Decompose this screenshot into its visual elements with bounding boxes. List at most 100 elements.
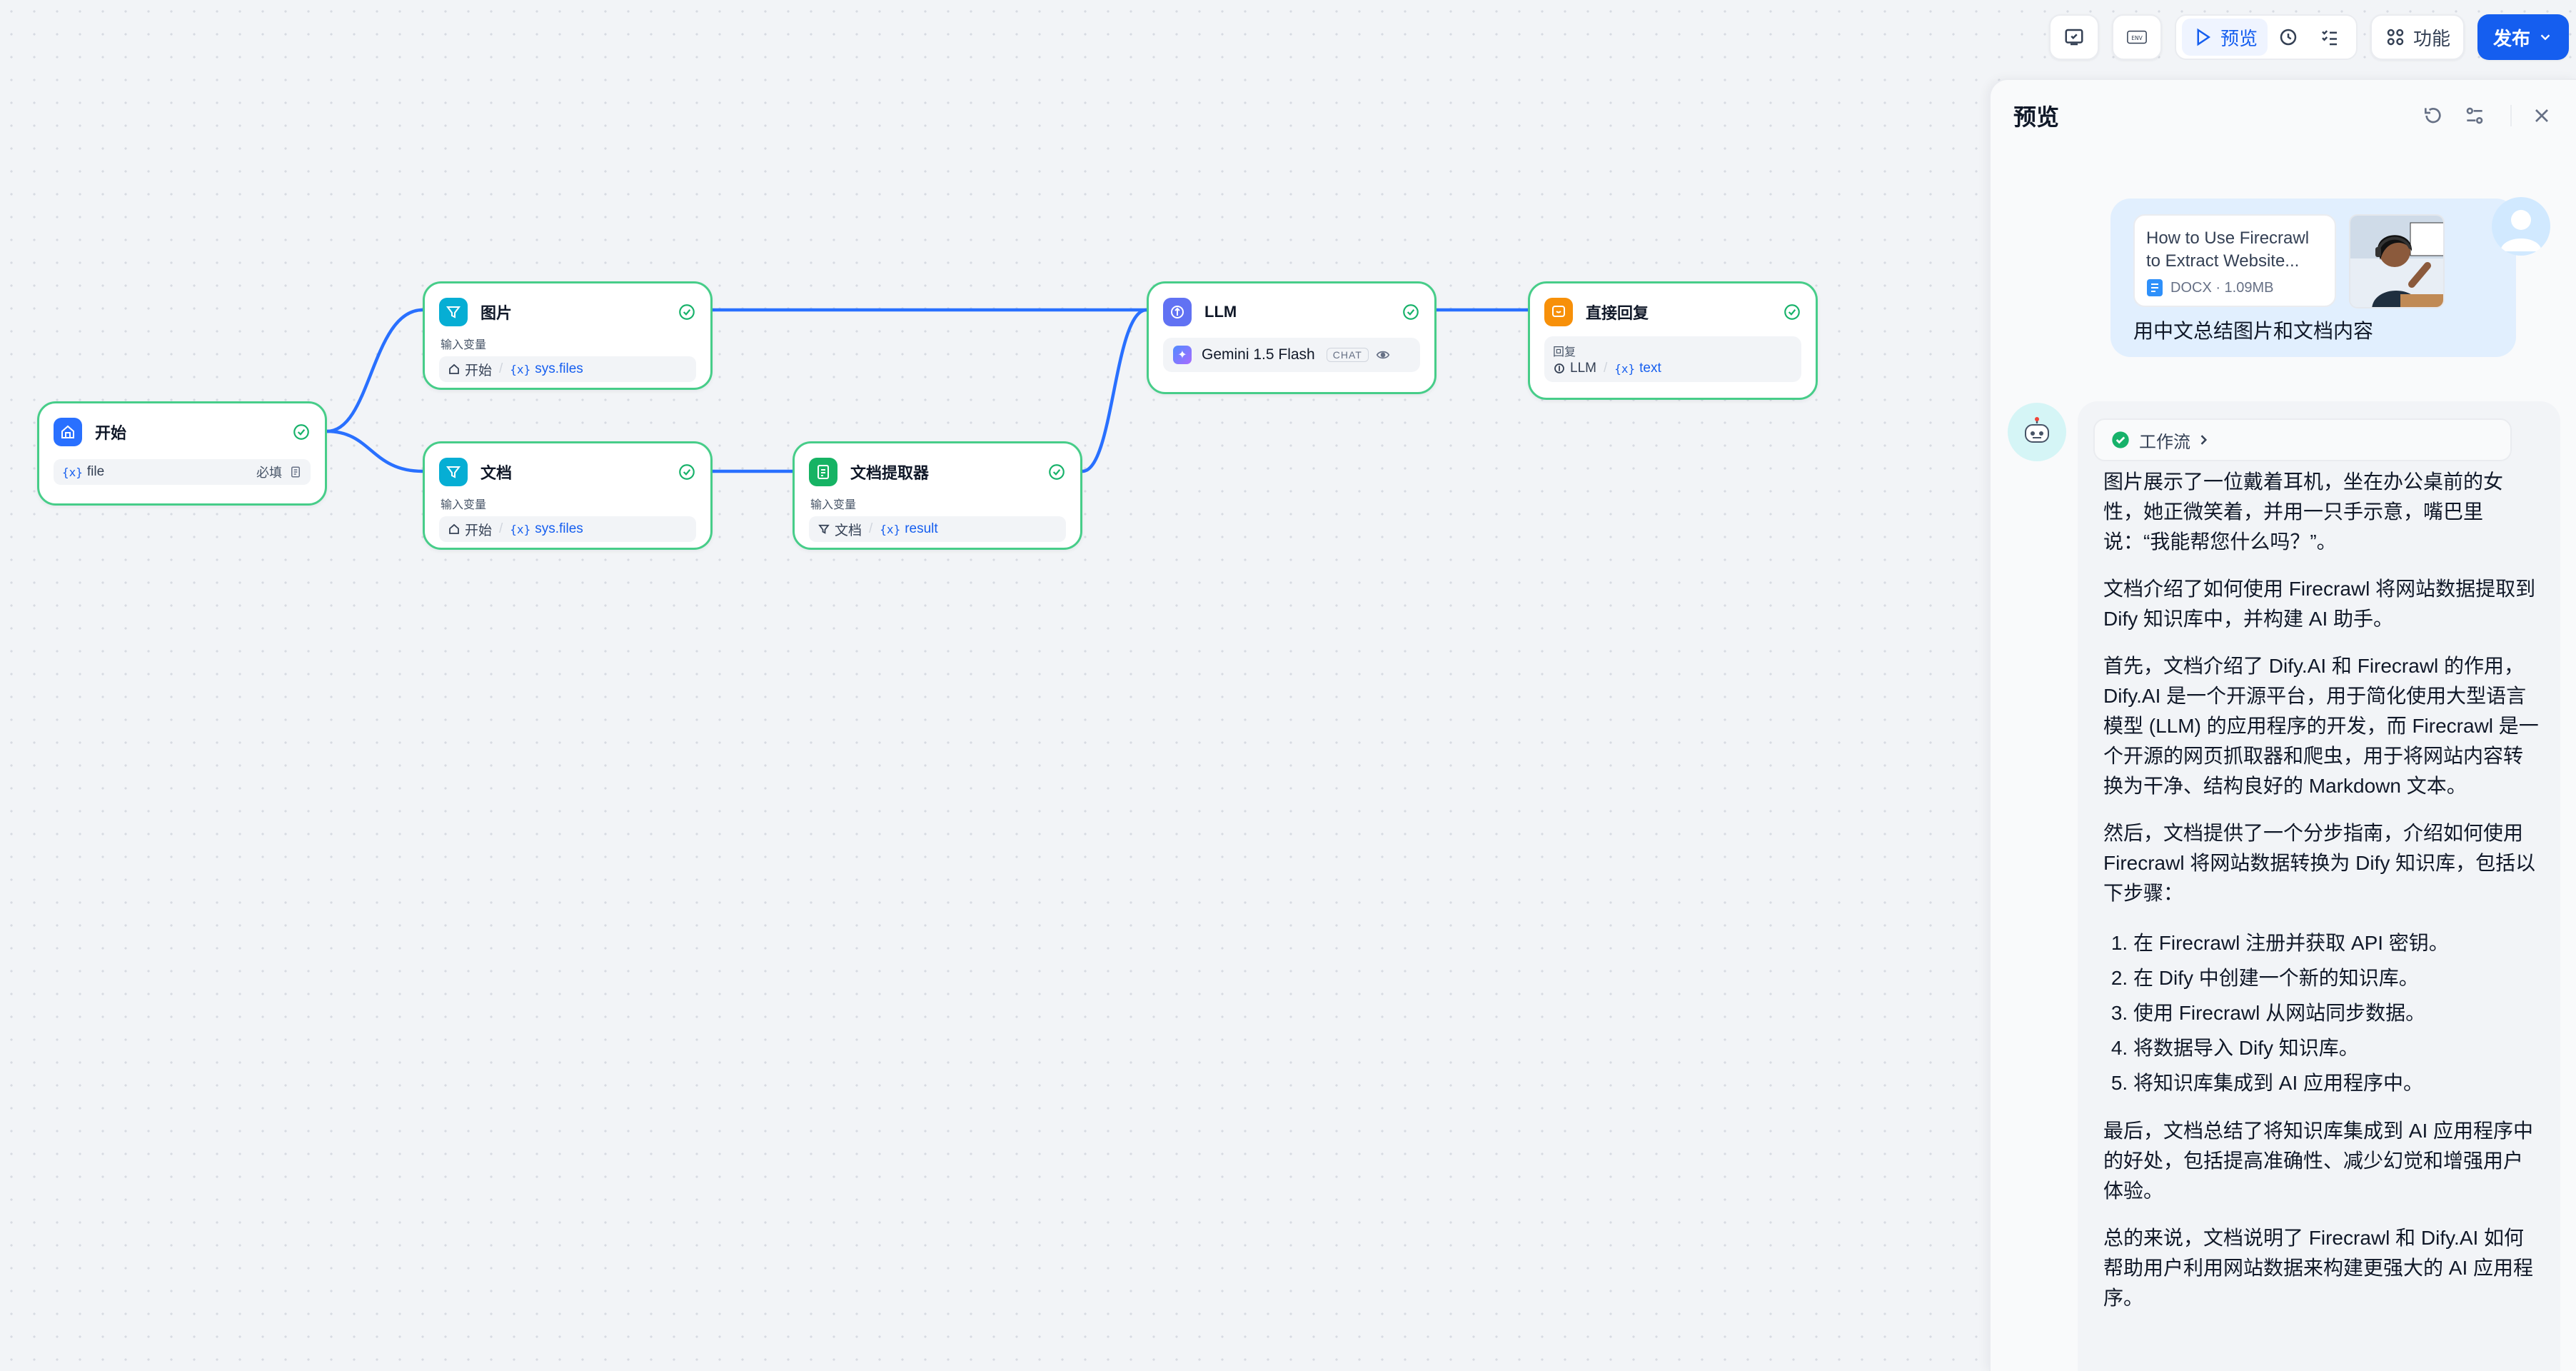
success-check-icon — [1403, 304, 1419, 320]
env-button[interactable]: ENV — [2111, 14, 2162, 60]
success-check-icon — [679, 464, 695, 480]
variable-name: result — [905, 521, 938, 536]
node-title: 文档提取器 — [850, 464, 930, 482]
attached-file-card[interactable]: How to Use Firecrawl to Extract Website.… — [2133, 214, 2336, 307]
preview-label: 预览 — [2220, 27, 2258, 49]
docx-file-icon — [2147, 279, 2163, 296]
node-doc-extractor[interactable]: 文档提取器 输入变量 文档 / {x}result — [793, 441, 1082, 550]
edge-start-document — [326, 429, 423, 473]
list-check-icon — [2322, 30, 2337, 46]
home-icon — [449, 363, 459, 374]
source-node-name: 文档 — [835, 523, 862, 538]
document-extract-icon — [809, 458, 837, 486]
features-button[interactable]: 功能 — [2370, 14, 2465, 60]
close-icon[interactable] — [2530, 104, 2553, 127]
home-icon — [54, 418, 82, 446]
eye-icon — [1376, 351, 1390, 359]
filter-icon — [818, 524, 830, 534]
features-label: 功能 — [2413, 27, 2450, 49]
variable-icon: {x} — [62, 465, 83, 479]
env-icon: ENV — [2127, 30, 2147, 44]
bot-avatar — [2008, 403, 2066, 461]
source-node-name: LLM — [1570, 361, 1596, 376]
woman-headset-illustration — [2350, 216, 2443, 307]
attached-image-thumbnail[interactable] — [2349, 214, 2445, 308]
answer-paragraph: 图片展示了一位戴着耳机，坐在办公桌前的女性，她正微笑着，并用一只手示意，嘴巴里说… — [2103, 471, 2504, 553]
start-variable-row: {x}file 必填 — [54, 459, 311, 485]
reply-variable: LLM / {x} text — [1553, 361, 1793, 376]
preview-panel: 预览 How to Use Firecrawl to Extract Websi… — [1989, 79, 2576, 1371]
llm-icon — [1163, 298, 1192, 326]
input-variable-label: 输入变量 — [441, 339, 487, 351]
robot-icon — [2025, 417, 2049, 443]
history-icon — [2280, 29, 2297, 46]
success-check-icon — [679, 304, 695, 320]
play-icon — [2197, 28, 2210, 46]
panel-header: 预览 — [1991, 80, 2576, 151]
answer-paragraph: 文档介绍了如何使用 Firecrawl 将网站数据提取到 Dify 知识库中，并… — [2103, 578, 2536, 630]
grid-icon — [2387, 29, 2404, 46]
model-mode-badge: CHAT — [1326, 348, 1369, 362]
reply-content: 回复 LLM / {x} text — [1544, 336, 1801, 382]
workflow-process-toggle[interactable]: 工作流 — [2093, 418, 2512, 461]
checklist-icon — [2065, 29, 2083, 46]
answer-paragraph: 然后，文档提供了一个分步指南，介绍如何使用 Firecrawl 将网站数据转换为… — [2103, 822, 2536, 904]
model-selector[interactable]: ✦ Gemini 1.5 Flash CHAT — [1163, 338, 1420, 372]
success-check-icon — [1784, 304, 1800, 320]
filter-icon — [439, 458, 468, 486]
step-item: 使用 Firecrawl 从网站同步数据。 — [2133, 995, 2542, 1030]
steps-list: 在 Firecrawl 注册并获取 API 密钥。 在 Dify 中创建一个新的… — [2133, 925, 2542, 1100]
preview-group: 预览 — [2174, 14, 2358, 60]
checklist-button[interactable] — [2048, 14, 2099, 60]
gemini-icon: ✦ — [1173, 346, 1192, 364]
variables-settings-icon[interactable] — [2463, 104, 2486, 127]
preview-button[interactable]: 预览 — [2181, 19, 2268, 56]
node-start[interactable]: 开始 {x}file 必填 — [37, 401, 327, 506]
input-variable-label: 输入变量 — [441, 499, 487, 511]
input-variable-label: 输入变量 — [810, 499, 857, 511]
answer-paragraph: 总的来说，文档说明了 Firecrawl 和 Dify.AI 如何帮助用户利用网… — [2103, 1227, 2534, 1309]
answer-paragraph: 最后，文档总结了将知识库集成到 AI 应用程序中的好处，包括提高准确性、减少幻觉… — [2103, 1120, 2534, 1202]
required-label: 必填 — [256, 466, 282, 480]
variable-icon: {x} — [1614, 361, 1636, 376]
variable-icon: {x} — [510, 362, 531, 376]
node-document[interactable]: 文档 输入变量 开始 / {x}sys.files — [423, 441, 713, 550]
node-direct-answer[interactable]: 直接回复 回复 LLM / {x} text — [1528, 281, 1818, 400]
user-message: How to Use Firecrawl to Extract Website.… — [2110, 199, 2516, 357]
node-image[interactable]: 图片 输入变量 开始 / {x}sys.files — [423, 281, 713, 390]
publish-label: 发布 — [2492, 27, 2530, 49]
workflow-chip-label: 工作流 — [2139, 432, 2190, 452]
panel-title: 预览 — [2013, 104, 2060, 130]
svg-text:ENV: ENV — [2131, 35, 2143, 41]
variable-name: text — [1639, 361, 1661, 376]
file-size: DOCX · 1.09MB — [2170, 279, 2274, 296]
model-name: Gemini 1.5 Flash — [1202, 346, 1315, 363]
user-avatar — [2492, 197, 2550, 256]
node-title: 文档 — [481, 464, 513, 482]
file-name: How to Use Firecrawl to Extract Website.… — [2146, 228, 2310, 271]
user-avatar-icon — [2500, 210, 2542, 251]
success-check-icon — [1049, 464, 1065, 480]
publish-button[interactable]: 发布 — [2477, 14, 2569, 60]
chevron-right-icon — [2200, 435, 2208, 445]
file-meta: DOCX · 1.09MB — [2146, 278, 2323, 297]
variable-name: file — [86, 464, 105, 479]
checklist-panel-button[interactable] — [2309, 19, 2350, 56]
input-variable-row: 开始 / {x}sys.files — [439, 516, 696, 542]
top-toolbar: ENV 预览 功能 发布 — [2048, 13, 2569, 61]
input-variable-row: 文档 / {x}result — [809, 516, 1066, 542]
node-llm[interactable]: LLM ✦ Gemini 1.5 Flash CHAT — [1147, 281, 1437, 394]
variable-name: sys.files — [535, 361, 583, 376]
home-icon — [449, 523, 459, 534]
success-check-icon — [2112, 431, 2129, 448]
step-item: 在 Firecrawl 注册并获取 API 密钥。 — [2133, 925, 2542, 960]
llm-icon — [1554, 363, 1564, 373]
success-check-icon — [293, 424, 309, 440]
bot-message: 工作流 图片展示了一位戴着耳机，坐在办公桌前的女性，她正微笑着，并用一只手示意，… — [2078, 401, 2560, 1371]
reply-label: 回复 — [1553, 346, 1576, 358]
refresh-icon[interactable] — [2422, 104, 2445, 127]
run-history-button[interactable] — [2268, 19, 2309, 56]
answer-paragraph: 首先，文档介绍了 Dify.AI 和 Firecrawl 的作用，Dify.AI… — [2103, 655, 2539, 797]
node-title: 开始 — [95, 424, 127, 442]
input-variable-row: 开始 / {x}sys.files — [439, 356, 696, 382]
